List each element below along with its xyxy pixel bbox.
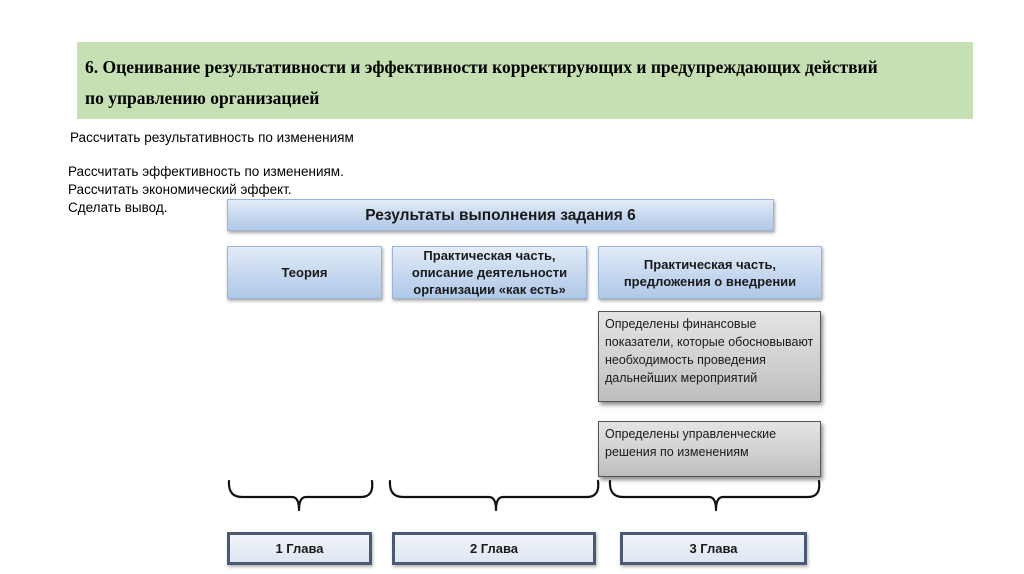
finding-management-decisions-box: Определены управленческие решения по изм… <box>598 421 821 477</box>
column-practice-proposals-box: Практическая часть, предложения о внедре… <box>598 246 822 299</box>
slide-title-line-2: по управлению организацией <box>85 88 320 108</box>
chapter-1-box: 1 Глава <box>227 532 372 565</box>
brace-chapter-2 <box>388 479 600 512</box>
chapter-2-box: 2 Глава <box>392 532 596 565</box>
column-practice-current-box: Практическая часть, описание деятельност… <box>392 246 587 299</box>
instruction-line: Рассчитать результативность по изменения… <box>70 130 354 145</box>
slide-title: 6. Оценивание результативности и эффекти… <box>77 42 973 119</box>
results-title-box: Результаты выполнения задания 6 <box>227 199 774 231</box>
instruction-line: Рассчитать экономический эффект. <box>68 182 292 197</box>
column-theory-box: Теория <box>227 246 382 299</box>
instruction-line: Рассчитать эффективность по изменениям. <box>68 164 344 179</box>
brace-chapter-1 <box>227 479 374 512</box>
chapter-3-box: 3 Глава <box>620 532 807 565</box>
finding-financial-indicators-box: Определены финансовые показатели, которы… <box>598 311 821 402</box>
slide-title-line-1: 6. Оценивание результативности и эффекти… <box>85 57 878 77</box>
brace-chapter-3 <box>608 479 821 512</box>
instruction-line: Сделать вывод. <box>68 200 168 215</box>
